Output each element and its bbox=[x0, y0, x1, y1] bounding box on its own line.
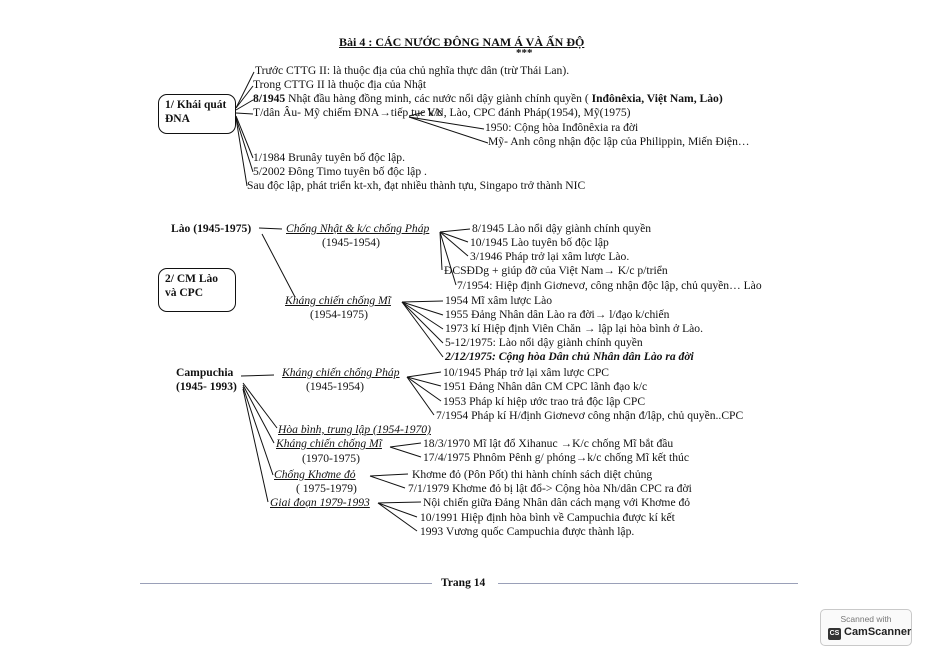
cpc-phase1-item: 7/1954 Pháp kí H/định Giơnevơ công nhận … bbox=[436, 409, 744, 422]
camscanner-watermark: Scanned with CS CamScanner bbox=[820, 609, 912, 646]
sec1-countries: Inđônêxia, Việt Nam, Lào) bbox=[591, 92, 723, 105]
cpc-phase5-item: 10/1991 Hiệp định hòa bình về Campuchia … bbox=[420, 511, 675, 524]
cpc-phase5-item: Nội chiến giữa Đảng Nhân dân cách mạng v… bbox=[423, 496, 691, 509]
cpc-phase3-item: 18/3/1970 Mĩ lật đổ Xihanuc →K/c chống M… bbox=[423, 437, 674, 450]
sec1-sub-item: Mỹ- Anh công nhận độc lập của Philippin,… bbox=[488, 135, 750, 148]
lao-phase1-years: (1945-1954) bbox=[322, 236, 380, 249]
sec1-sub-item: VN, Lào, CPC đánh Pháp(1954), Mỹ(1975) bbox=[427, 106, 631, 119]
cpc-phase4-name: Chống Khơme đỏ bbox=[274, 468, 356, 481]
cpc-label: Campuchia bbox=[176, 366, 234, 379]
sec1-sub-item: 1950: Cộng hòa Inđônêxia ra đời bbox=[485, 121, 639, 134]
lao-phase1-item: 7/1954: Hiệp định Giơnevơ, công nhận độc… bbox=[457, 279, 762, 292]
cpc-phase2-name: Hòa bình, trung lập (1954-1970) bbox=[278, 423, 431, 436]
footer-divider-left bbox=[140, 583, 432, 584]
watermark-brand: CamScanner bbox=[844, 626, 912, 638]
page-number: Trang 14 bbox=[441, 577, 486, 589]
cpc-phase4-item: Khơme đỏ (Pôn Pốt) thi hành chính sách d… bbox=[412, 468, 653, 481]
page-title: Bài 4 : CÁC NƯỚC ĐÔNG NAM Á VÀ ẤN ĐỘ bbox=[339, 35, 585, 49]
footer-divider-right bbox=[498, 583, 798, 584]
sec1-date-1945: 8/1945 bbox=[253, 92, 289, 105]
sec1-line-1945: 8/1945 Nhật đầu hàng đồng minh, các nước… bbox=[253, 92, 723, 105]
lao-phase2-item-final: 2/12/1975: Cộng hòa Dân chủ Nhân dân Lào… bbox=[445, 350, 694, 363]
lao-phase2-item: 5-12/1975: Lào nổi dậy giành chính quyền bbox=[445, 336, 643, 349]
lao-phase1-item: 10/1945 Lào tuyên bố độc lập bbox=[470, 236, 609, 249]
sec1-1945-text: Nhật đầu hàng đồng minh, các nước nổi dậ… bbox=[288, 92, 592, 105]
cpc-phase1-years: (1945-1954) bbox=[306, 380, 364, 393]
section1-box-label: 1/ Khái quát ĐNA bbox=[165, 99, 227, 125]
cpc-phase5-name: Giai đoạn 1979-1993 bbox=[270, 496, 370, 509]
lao-phase2-item: 1955 Đảng Nhân dân Lào ra đời→ l/đạo k/c… bbox=[445, 308, 670, 321]
lao-label: Lào (1945-1975) bbox=[171, 222, 252, 235]
cpc-phase3-item: 17/4/1975 Phnôm Pênh g/ phóng→k/c chống … bbox=[423, 451, 689, 464]
sec1-line: T/dân Âu- Mỹ chiếm ĐNA→tiếp tục k/c bbox=[253, 106, 443, 119]
cpc-phase1-name: Kháng chiến chống Pháp bbox=[282, 366, 400, 379]
lao-phase2-years: (1954-1975) bbox=[310, 308, 368, 321]
section2-box: 2/ CM Lào và CPC bbox=[158, 268, 236, 312]
section2-box-label: 2/ CM Lào và CPC bbox=[165, 273, 219, 299]
lao-phase2-name: Kháng chiến chống Mĩ bbox=[285, 294, 391, 307]
section1-box: 1/ Khái quát ĐNA bbox=[158, 94, 236, 134]
lao-phase1-item: 8/1945 Lào nổi dậy giành chính quyền bbox=[472, 222, 652, 235]
sec1-line: Sau độc lập, phát triển kt-xh, đạt nhiều… bbox=[247, 179, 586, 192]
camscanner-logo-icon: CS bbox=[828, 628, 841, 640]
sec1-line: Trong CTTG II là thuộc địa của Nhật bbox=[253, 78, 427, 91]
cpc-years: (1945- 1993) bbox=[176, 380, 237, 393]
cpc-phase1-item: 1953 Pháp kí hiệp ước trao trả độc lập C… bbox=[443, 395, 646, 408]
cpc-phase5-item: 1993 Vương quốc Campuchia được thành lập… bbox=[420, 525, 635, 538]
lao-phase1-name: Chống Nhật & k/c chống Pháp bbox=[286, 222, 430, 235]
watermark-scanned-with: Scanned with bbox=[840, 614, 892, 624]
title-stars: *** bbox=[516, 47, 533, 59]
sec1-line: 5/2002 Đông Timo tuyên bố độc lập . bbox=[253, 165, 427, 178]
lao-phase1-item: 3/1946 Pháp trở lại xâm lược Lào. bbox=[470, 250, 630, 263]
lao-phase2-item: 1973 kí Hiệp định Viên Chăn → lập lại hò… bbox=[445, 322, 703, 335]
lao-phase2-item: 1954 Mĩ xâm lược Lào bbox=[445, 294, 553, 307]
lao-phase1-item: ĐCSĐDg + giúp đỡ của Việt Nam→ K/c p/tri… bbox=[444, 264, 668, 277]
cpc-phase1-item: 1951 Đảng Nhân dân CM CPC lãnh đạo k/c bbox=[443, 380, 648, 393]
sec1-line: 1/1984 Brunây tuyên bố độc lập. bbox=[253, 151, 405, 164]
cpc-phase3-years: (1970-1975) bbox=[302, 452, 360, 465]
cpc-phase1-item: 10/1945 Pháp trở lại xâm lược CPC bbox=[443, 366, 610, 379]
sec1-line: Trước CTTG II: là thuộc địa của chủ nghĩ… bbox=[255, 64, 570, 77]
cpc-phase3-name: Kháng chiến chống Mĩ bbox=[276, 437, 382, 450]
cpc-phase4-years: ( 1975-1979) bbox=[296, 482, 357, 495]
cpc-phase4-item: 7/1/1979 Khơme đỏ bị lật đổ-> Cộng hòa N… bbox=[408, 482, 692, 495]
